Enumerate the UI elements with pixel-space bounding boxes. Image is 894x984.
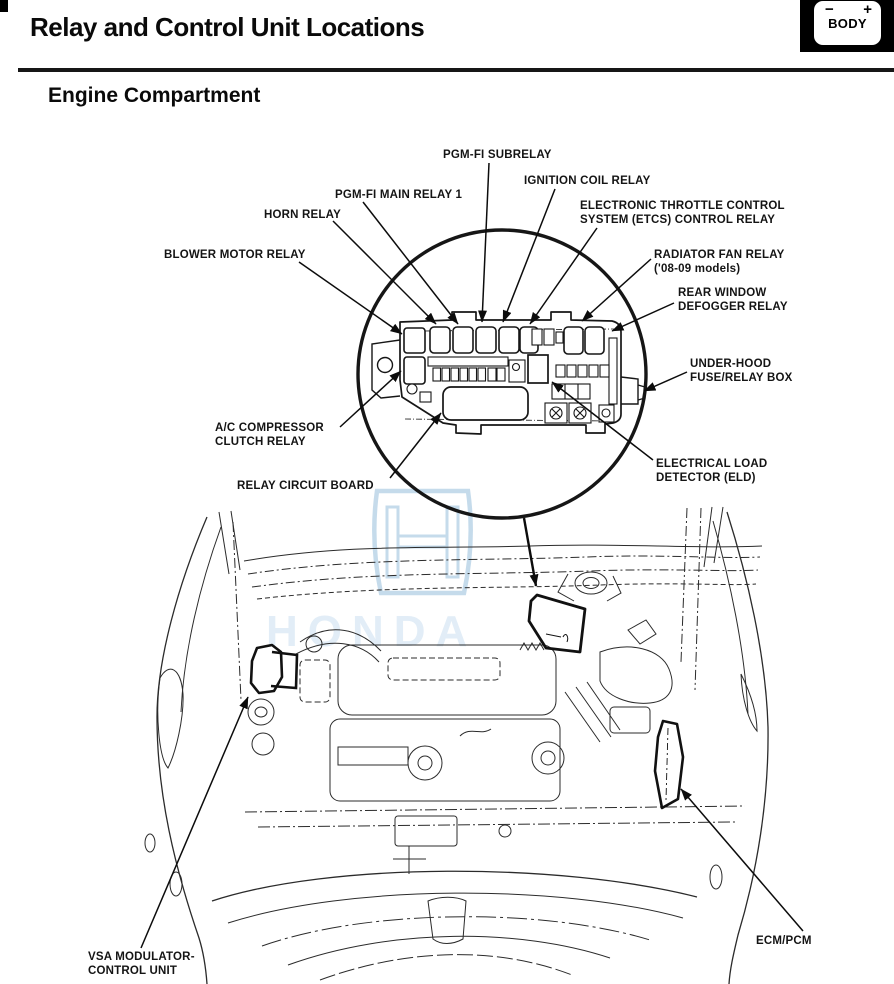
leader-ac-compressor-clutch-relay [339,370,402,428]
fuse-box-callout [356,228,648,520]
zoom-out-icon[interactable]: − [825,1,834,18]
leader-under-hood-fuse-relay-box [643,371,688,392]
leader-pgm-fi-main-relay-1 [362,201,459,325]
label-relay-circuit-board: RELAY CIRCUIT BOARD [237,480,374,492]
leader-ecm-pcm [680,788,804,932]
highlighted-components [249,593,685,810]
leader-electrical-load-detector [551,381,654,461]
leader-lines [140,162,804,949]
magnifier-circle [356,228,648,520]
ignition-coil-relay-part [498,326,520,354]
leader-horn-relay [332,220,437,325]
body-nav-button[interactable]: − + BODY [814,1,881,45]
label-blower-motor-relay: BLOWER MOTOR RELAY [164,249,306,261]
label-ecm-pcm: ECM/PCM [756,935,812,947]
relay-circuit-board-part [442,386,529,421]
pgm-fi-subrelay-part [475,326,497,354]
label-radiator-fan-relay: RADIATOR FAN RELAY ('08-09 models) [654,249,785,275]
label-electrical-load-detector: ELECTRICAL LOAD DETECTOR (ELD) [656,458,768,484]
title-divider [18,68,894,72]
label-under-hood-fuse-relay-box: UNDER-HOOD FUSE/RELAY BOX [690,358,793,384]
body-nav-label: BODY [828,16,867,31]
label-pgm-fi-subrelay: PGM-FI SUBRELAY [443,149,552,161]
pgm-fi-main-relay-1-part [452,326,474,354]
label-rear-window-defogger-relay: REAR WINDOW DEFOGGER RELAY [678,287,788,313]
electrical-load-detector-part [527,354,549,384]
label-etcs-control-relay: ELECTRONIC THROTTLE CONTROL SYSTEM (ETCS… [580,200,785,226]
section-title: Engine Compartment [48,84,261,107]
honda-watermark: HONDA [266,488,477,656]
leader-radiator-fan-relay [581,258,652,322]
car-drawing [144,506,769,984]
leader-circle-to-bay [522,517,539,587]
page-title: Relay and Control Unit Locations [30,12,425,42]
ecm-pcm-drawing [653,719,685,810]
ac-compressor-clutch-relay-part [403,356,426,385]
radiator-fan-relay-part [563,326,584,355]
body-nav-widget[interactable]: − + BODY [800,0,894,52]
page-corner-mark [0,0,8,12]
leader-pgm-fi-subrelay [478,162,490,323]
zoom-in-icon[interactable]: + [863,1,872,18]
leader-etcs-control-relay [529,227,598,325]
leader-relay-circuit-board [389,412,442,479]
label-vsa-modulator-control-unit: VSA MODULATOR- CONTROL UNIT [88,951,195,977]
blower-motor-relay-part [403,327,426,354]
horn-relay-part [429,326,451,354]
label-ignition-coil-relay: IGNITION COIL RELAY [524,175,651,187]
bay-fuse-box-drawing [527,593,587,654]
watermark-text: HONDA [266,607,477,656]
label-pgm-fi-main-relay-1: PGM-FI MAIN RELAY 1 [335,189,463,201]
label-ac-compressor-clutch-relay: A/C COMPRESSOR CLUTCH RELAY [215,422,324,448]
label-horn-relay: HORN RELAY [264,209,341,221]
leader-rear-window-defogger-relay [611,302,675,332]
rear-window-defogger-relay-part [584,326,605,355]
vsa-modulator-drawing [249,643,299,695]
leader-blower-motor-relay [298,261,403,335]
leader-vsa-modulator [140,696,249,949]
leader-ignition-coil-relay [502,188,556,323]
